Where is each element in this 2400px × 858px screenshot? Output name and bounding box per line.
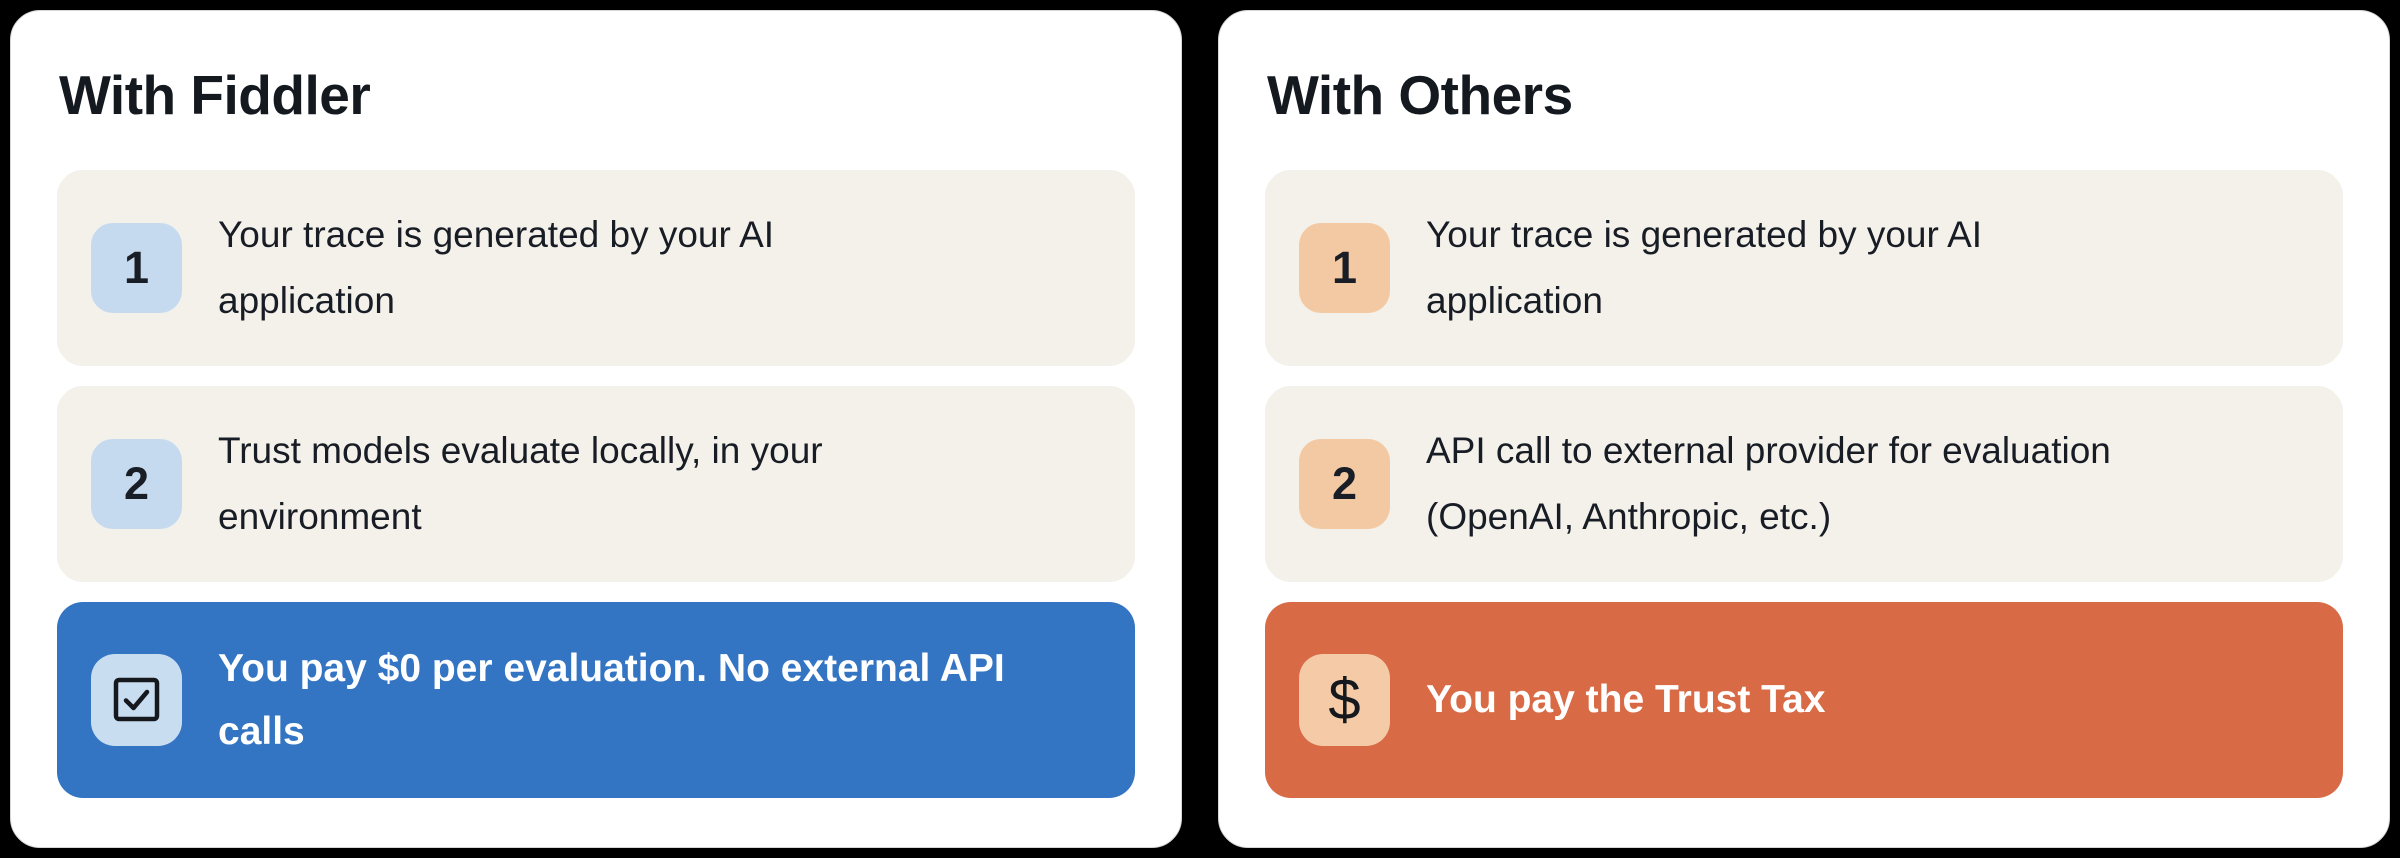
banner-text: You pay $0 per evaluation. No external A… — [218, 646, 1005, 753]
comparison-card-others: With Others 1 Your trace is generated by… — [1218, 10, 2390, 848]
banner-text: You pay the Trust Tax — [1426, 678, 1826, 721]
step-number-badge: 2 — [1299, 438, 1390, 529]
step-number-badge: 1 — [91, 222, 182, 313]
steps-list: 1 Your trace is generated by your AI app… — [57, 169, 1135, 798]
step-text: Your trace is generated by your AI appli… — [1426, 213, 1983, 321]
dollar-icon: $ — [1299, 653, 1390, 746]
comparison-card-fiddler: With Fiddler 1 Your trace is generated b… — [10, 10, 1182, 848]
step-number-badge: 2 — [91, 438, 182, 529]
steps-list: 1 Your trace is generated by your AI app… — [1265, 169, 2343, 798]
step-row: 1 Your trace is generated by your AI app… — [1265, 169, 2343, 366]
checkbox-checked-icon — [91, 653, 182, 746]
step-row: 2 API call to external provider for eval… — [1265, 385, 2343, 582]
step-row: 2 Trust models evaluate locally, in your… — [57, 385, 1135, 582]
card-title: With Fiddler — [59, 64, 371, 126]
step-text: API call to external provider for evalua… — [1426, 429, 2111, 537]
step-row: 1 Your trace is generated by your AI app… — [57, 169, 1135, 366]
step-text: Your trace is generated by your AI appli… — [218, 213, 775, 321]
card-title: With Others — [1267, 64, 1573, 126]
step-text: Trust models evaluate locally, in your e… — [218, 429, 823, 537]
dollar-symbol: $ — [1328, 666, 1361, 732]
result-banner-others: $ You pay the Trust Tax — [1265, 601, 2343, 798]
result-banner-fiddler: You pay $0 per evaluation. No external A… — [57, 601, 1135, 798]
step-number-badge: 1 — [1299, 222, 1390, 313]
